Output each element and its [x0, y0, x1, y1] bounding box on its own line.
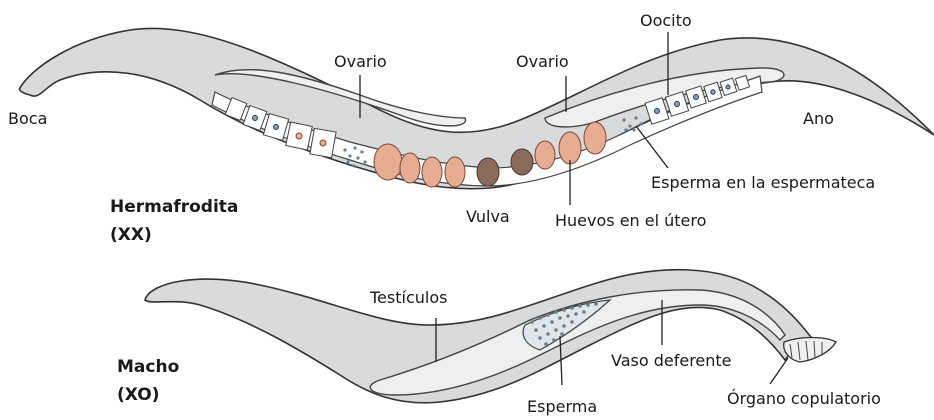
title-hermafrodita: Hermafrodita — [110, 197, 238, 217]
label-testiculos: Testículos — [369, 288, 447, 307]
label-esperma-espermateca: Esperma en la espermateca — [651, 173, 875, 192]
copulatory-organ — [784, 338, 836, 363]
label-oocito: Oocito — [640, 11, 692, 30]
subtitle-xo: (XO) — [117, 385, 160, 405]
title-macho: Macho — [117, 357, 179, 377]
hermaphrodite-body — [19, 28, 934, 188]
label-boca: Boca — [8, 109, 47, 128]
male-worm — [145, 270, 836, 403]
label-ovario-left: Ovario — [334, 52, 387, 71]
label-organo: Órgano copulatorio — [727, 389, 881, 408]
label-ovario-right: Ovario — [516, 52, 569, 71]
label-huevos: Huevos en el útero — [555, 211, 706, 230]
male-body — [145, 270, 815, 403]
label-vulva: Vulva — [466, 207, 510, 226]
label-esperma: Esperma — [527, 397, 597, 416]
leader-organo — [770, 358, 788, 384]
label-ano: Ano — [803, 109, 834, 128]
label-vaso: Vaso deferente — [611, 351, 732, 370]
subtitle-xx: (XX) — [110, 225, 152, 245]
